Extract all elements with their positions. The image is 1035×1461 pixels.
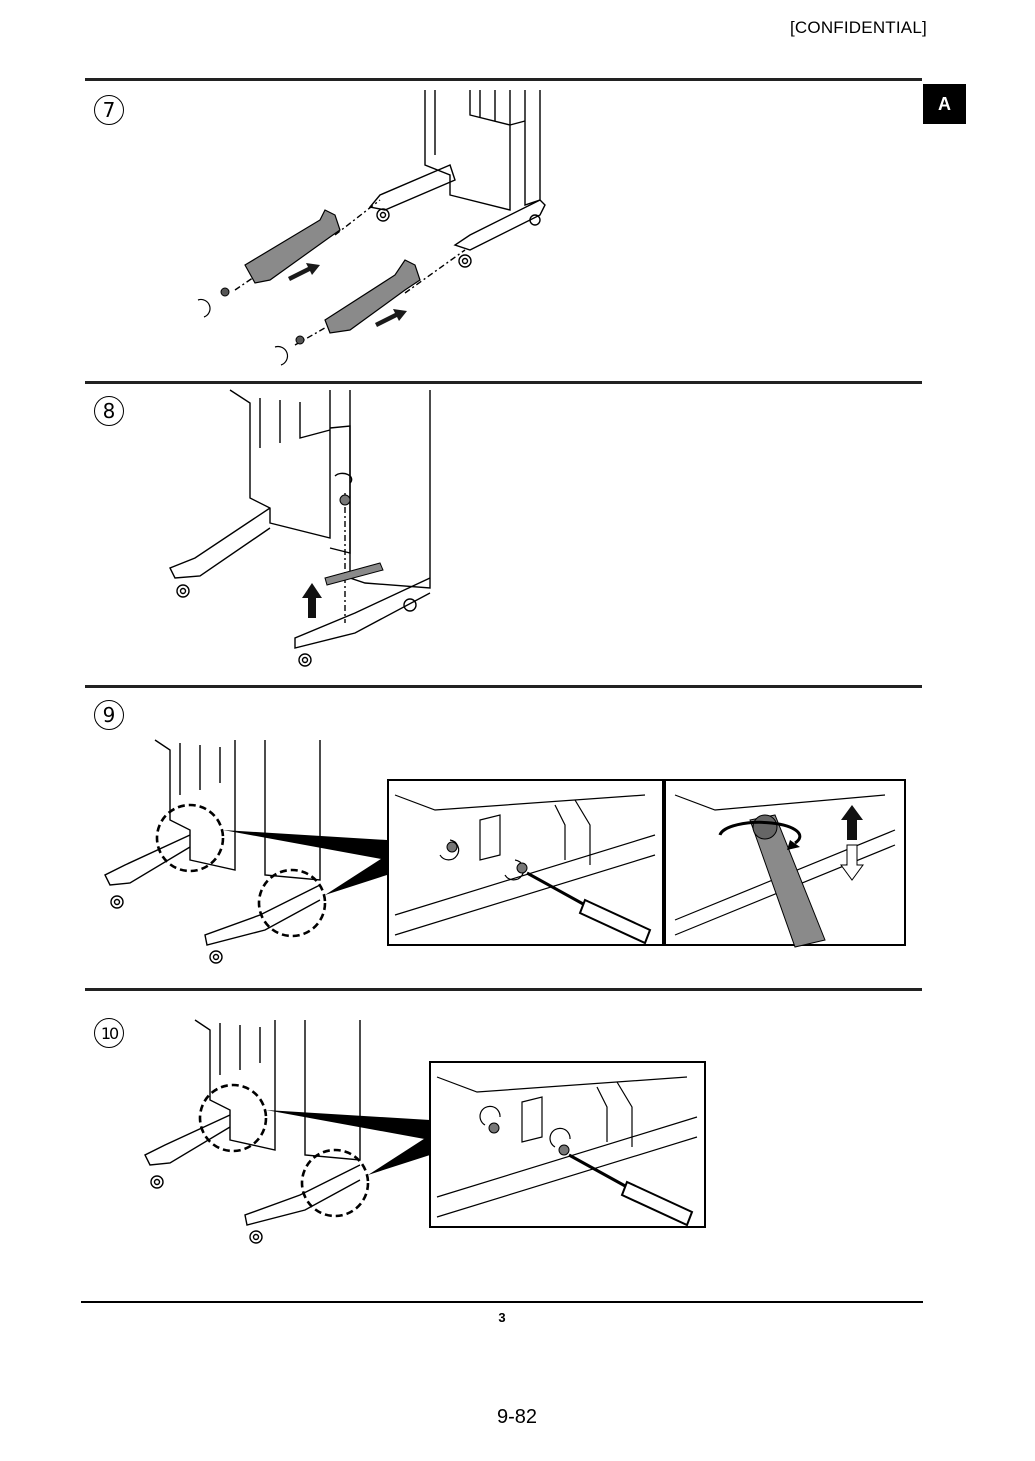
page-number: 9-82 [496, 1406, 538, 1428]
step-number-9: 9 [94, 700, 124, 730]
section-divider [85, 78, 922, 81]
section-number: 3 [498, 1310, 506, 1325]
step-number-10: 10 [94, 1018, 124, 1048]
step-10-illustration [144, 1019, 706, 1244]
confidential-label: [CONFIDENTIAL] [790, 18, 927, 37]
step-number-8: 8 [94, 396, 124, 426]
section-tab: A [923, 84, 966, 124]
footer-divider [81, 1301, 923, 1303]
section-divider [85, 988, 922, 991]
step-number-7: 7 [94, 95, 124, 125]
step-7-illustration [197, 90, 546, 366]
section-divider [85, 381, 922, 384]
section-divider [85, 685, 922, 688]
step-8-illustration [169, 389, 431, 667]
step-9-illustration [104, 739, 906, 964]
